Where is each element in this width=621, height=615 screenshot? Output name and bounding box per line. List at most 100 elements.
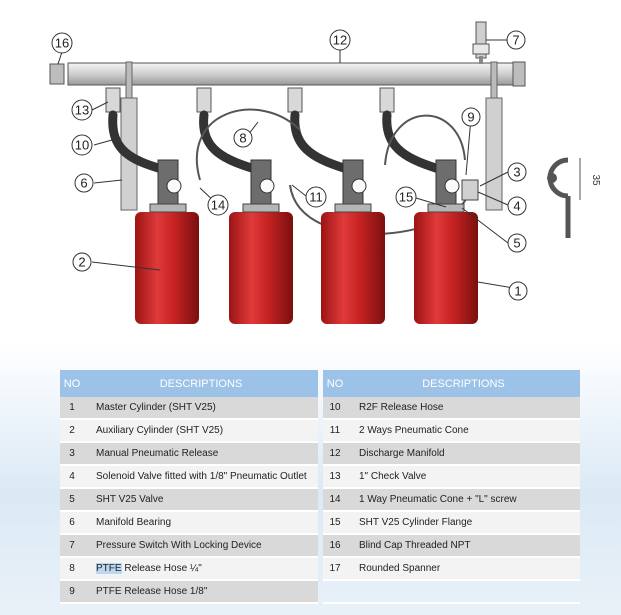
callout-8: 8 [233,128,253,148]
row-desc: Manual Pneumatic Release [84,442,318,466]
row-no: 6 [60,511,84,535]
row-desc: Pressure Switch With Locking Device [84,534,318,558]
callout-4: 4 [507,196,527,216]
callout-5: 5 [507,233,527,253]
callout-11: 11 [305,186,327,208]
header-descriptions: DESCRIPTIONS [347,370,580,397]
callout-6: 6 [74,173,94,193]
row-desc: 2 Ways Pneumatic Cone [347,419,580,443]
row-no: 13 [323,465,347,489]
callouts: 1 2 3 4 5 6 7 8 9 10 11 12 13 14 15 16 [51,29,528,301]
callout-13: 13 [71,99,93,121]
cylinder-1 [135,211,199,324]
callout-3: 3 [507,162,527,182]
callout-10: 10 [71,134,93,156]
discharge-manifold [49,61,526,87]
svg-text:13: 13 [75,103,89,118]
row-no: 1 [60,397,84,420]
callout-9: 9 [461,107,481,127]
row-no: 10 [323,397,347,420]
row-no: 16 [323,534,347,558]
svg-text:16: 16 [55,36,69,51]
table-row-empty [323,580,580,604]
row-no: 4 [60,465,84,489]
row-no: 5 [60,488,84,512]
row-desc: Solenoid Valve fitted with 1/8" Pneumati… [84,465,318,489]
svg-text:2: 2 [78,255,85,270]
callout-7: 7 [506,30,526,50]
row-desc: Auxiliary Cylinder (SHT V25) [84,419,318,443]
manifold-bearings [120,61,503,211]
rounded-spanner: 35 [547,157,601,238]
svg-text:4: 4 [513,199,520,214]
row-desc: R2F Release Hose [347,397,580,420]
check-valves [105,87,395,113]
row-no: 3 [60,442,84,466]
svg-text:12: 12 [333,33,347,48]
row-desc: PTFE Release Hose 1/8" [84,580,318,604]
row-desc: Master Cylinder (SHT V25) [84,397,318,420]
svg-text:8: 8 [239,131,246,146]
row-no: 17 [323,557,347,581]
svg-text:3: 3 [513,165,520,180]
cylinder-valves [149,159,479,213]
row-desc: SHT V25 Valve [84,488,318,512]
callout-2: 2 [72,252,92,272]
callout-16: 16 [51,32,73,54]
svg-text:6: 6 [80,176,87,191]
svg-text:14: 14 [211,198,225,213]
row-desc: 1" Check Valve [347,465,580,489]
table-row: 8 PTFE Release Hose ¼" [60,557,318,581]
cylinders [135,211,478,324]
row-desc: Rounded Spanner [347,557,580,581]
leader-lines [57,39,526,291]
row-desc: Discharge Manifold [347,442,580,466]
callout-14: 14 [207,194,229,216]
cylinder-3 [321,211,385,324]
cylinder-2 [229,211,293,324]
row-no: 9 [60,580,84,604]
table-header: NO DESCRIPTIONS [323,370,580,397]
pressure-switch [472,21,490,64]
system-diagram: 35 1 2 3 4 5 6 7 8 9 10 11 12 13 14 15 [49,21,601,324]
row-no: 14 [323,488,347,512]
row-desc: 1 Way Pneumatic Cone + "L" screw [347,488,580,512]
svg-text:11: 11 [309,190,323,205]
svg-text:15: 15 [399,190,413,205]
desc-rest: Release Hose ¼" [121,563,202,574]
row-desc: Blind Cap Threaded NPT [347,534,580,558]
row-no: 7 [60,534,84,558]
table-header: NO DESCRIPTIONS [60,370,318,397]
highlighted-text: PTFE [96,563,122,574]
row-no: 8 [60,557,84,581]
callout-1: 1 [508,281,528,301]
header-no: NO [323,370,347,397]
row-no: 12 [323,442,347,466]
row-no: 2 [60,419,84,443]
cylinder-4 [414,211,478,324]
svg-text:5: 5 [513,236,520,251]
svg-text:9: 9 [467,110,474,125]
svg-text:7: 7 [512,33,519,48]
svg-text:10: 10 [75,138,89,153]
svg-text:1: 1 [514,284,521,299]
row-desc: SHT V25 Cylinder Flange [347,511,580,535]
header-descriptions: DESCRIPTIONS [84,370,318,397]
